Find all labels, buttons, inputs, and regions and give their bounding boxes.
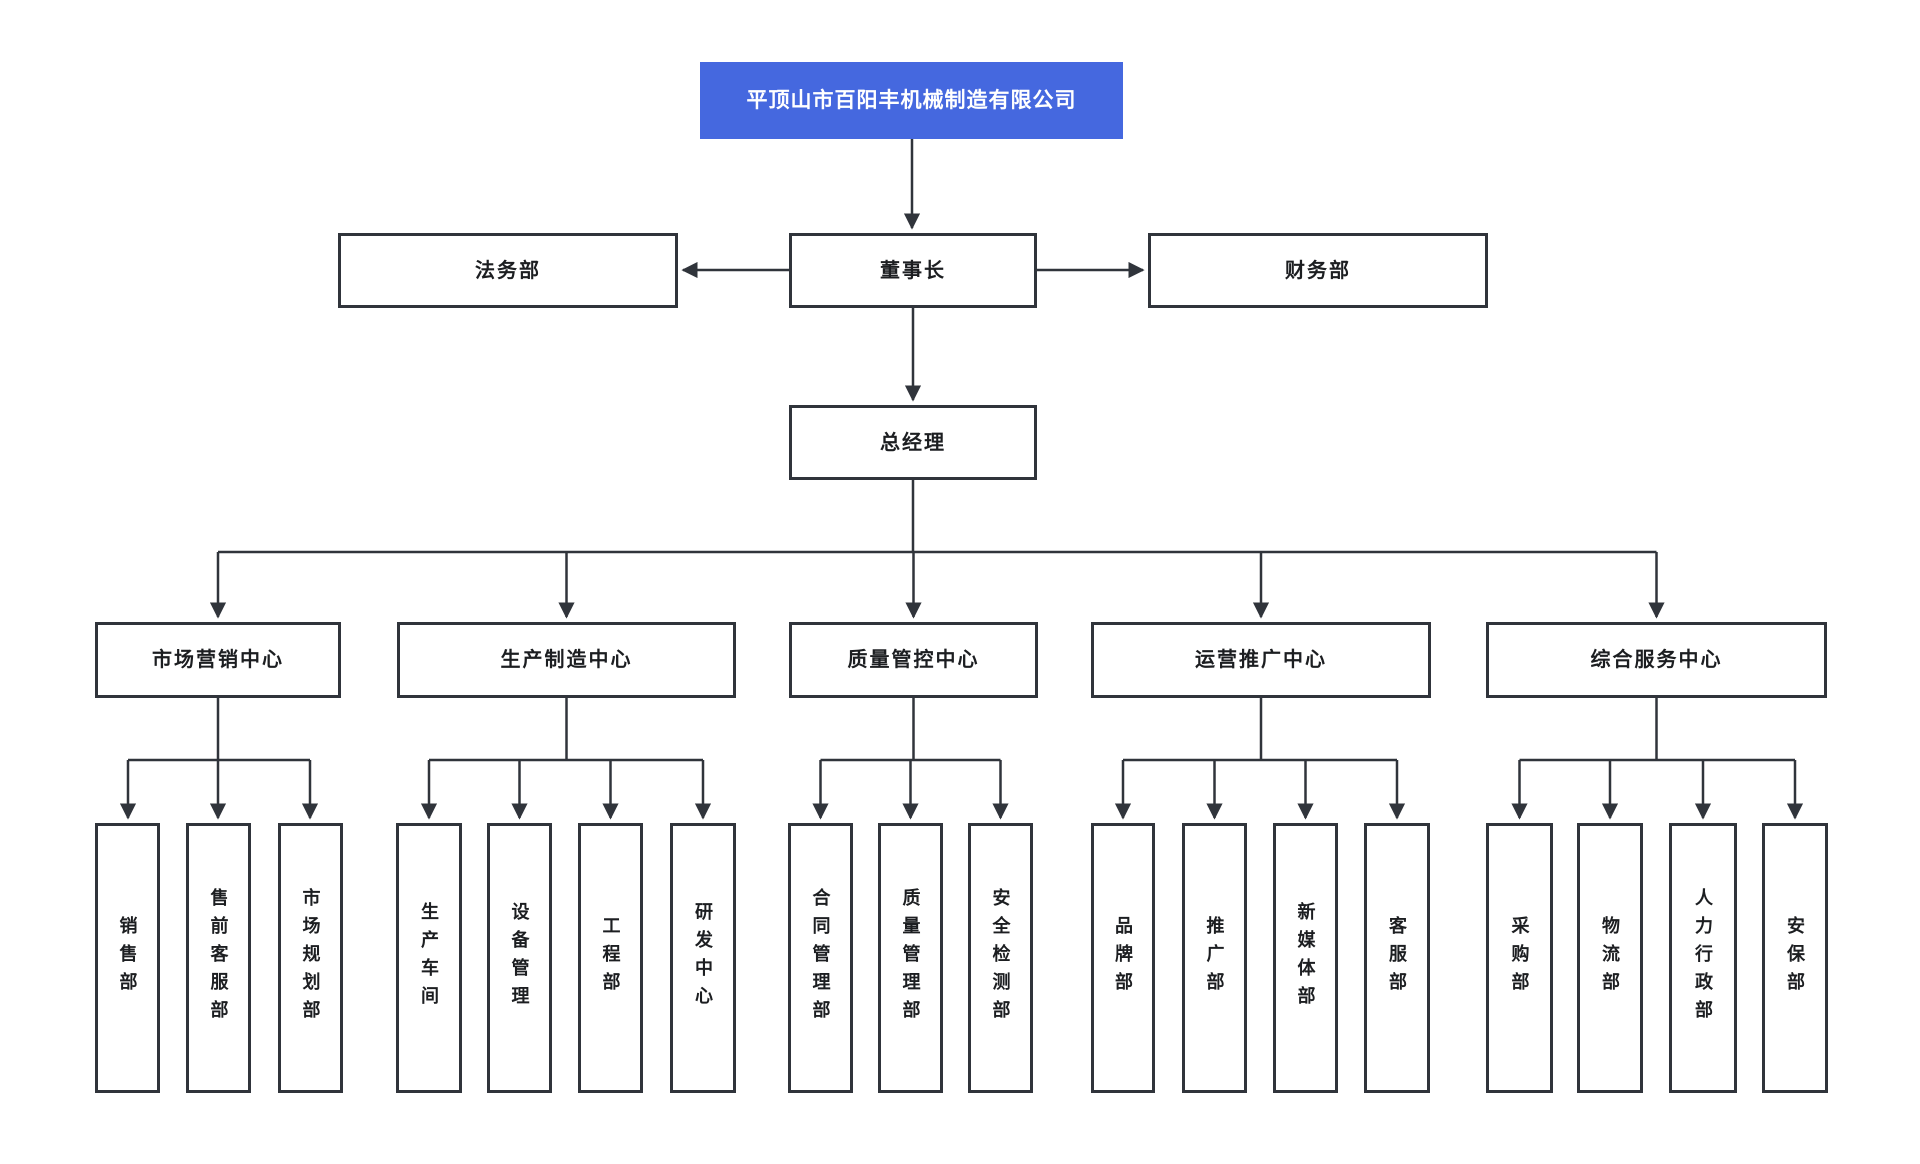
node-company-root: 平顶山市百阳丰机械制造有限公司 bbox=[700, 62, 1123, 139]
node-dept-quality-management: 质量管理部 bbox=[878, 823, 943, 1093]
node-dept-procurement: 采购部 bbox=[1486, 823, 1553, 1093]
node-dept-rd-center: 研发中心 bbox=[670, 823, 736, 1093]
node-dept-production-workshop: 生产车间 bbox=[396, 823, 462, 1093]
node-center-production: 生产制造中心 bbox=[397, 622, 736, 698]
node-dept-sales: 销售部 bbox=[95, 823, 160, 1093]
node-finance-dept: 财务部 bbox=[1148, 233, 1488, 308]
node-dept-safety-inspection: 安全检测部 bbox=[968, 823, 1033, 1093]
node-center-operations: 运营推广中心 bbox=[1091, 622, 1431, 698]
node-dept-market-planning: 市场规划部 bbox=[278, 823, 343, 1093]
node-dept-logistics: 物流部 bbox=[1577, 823, 1643, 1093]
node-chairman: 董事长 bbox=[789, 233, 1037, 308]
node-dept-contract-management: 合同管理部 bbox=[788, 823, 853, 1093]
node-dept-equipment-management: 设备管理 bbox=[487, 823, 552, 1093]
node-general-manager: 总经理 bbox=[789, 405, 1037, 480]
node-dept-presales-service: 售前客服部 bbox=[186, 823, 251, 1093]
node-center-quality: 质量管控中心 bbox=[789, 622, 1038, 698]
node-center-marketing: 市场营销中心 bbox=[95, 622, 341, 698]
node-center-services: 综合服务中心 bbox=[1486, 622, 1827, 698]
node-dept-new-media: 新媒体部 bbox=[1273, 823, 1338, 1093]
node-legal-dept: 法务部 bbox=[338, 233, 678, 308]
node-dept-security: 安保部 bbox=[1762, 823, 1828, 1093]
node-dept-hr-admin: 人力行政部 bbox=[1669, 823, 1737, 1093]
node-dept-promotion: 推广部 bbox=[1182, 823, 1247, 1093]
node-dept-customer-service: 客服部 bbox=[1364, 823, 1430, 1093]
node-dept-brand: 品牌部 bbox=[1091, 823, 1155, 1093]
node-dept-engineering: 工程部 bbox=[578, 823, 643, 1093]
